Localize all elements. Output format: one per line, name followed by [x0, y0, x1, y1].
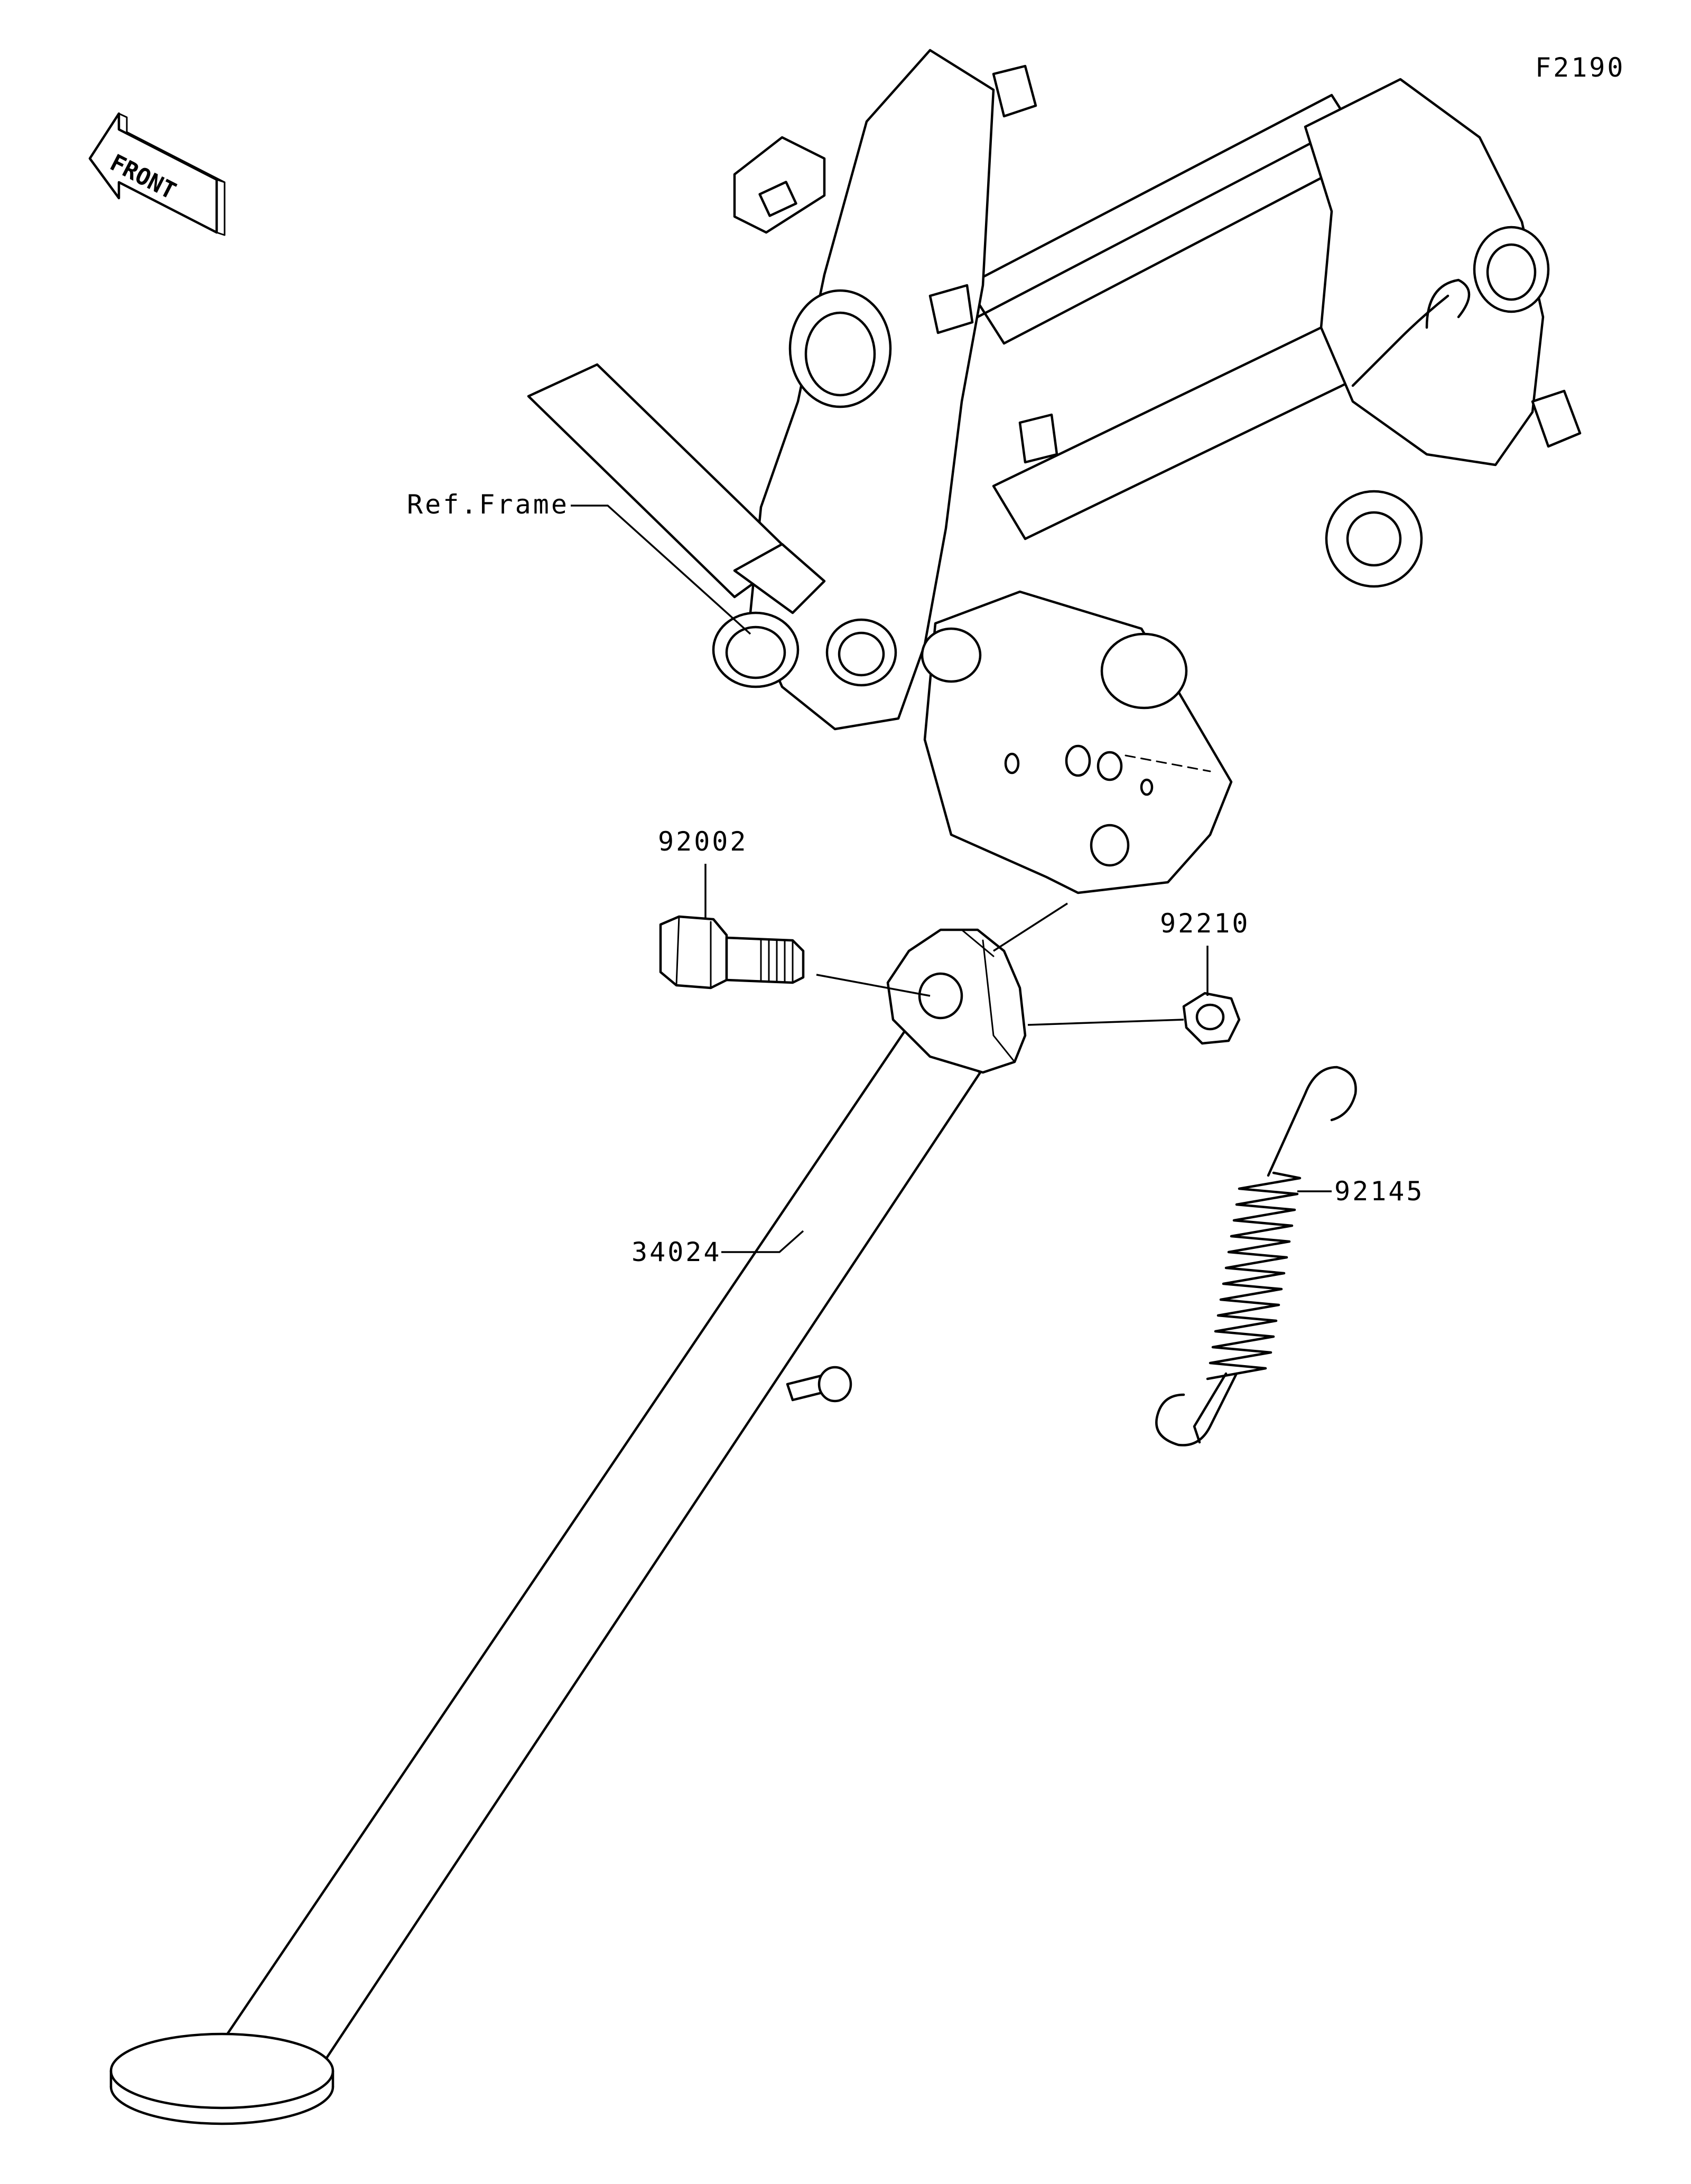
- callout-34024: 34024: [631, 1237, 722, 1267]
- callout-92210: 92210: [1160, 908, 1250, 939]
- leader-lines: [571, 505, 1332, 1253]
- spring-92145: [1155, 1066, 1357, 1446]
- callout-92002: 92002: [658, 826, 748, 857]
- frame-assembly: [527, 49, 1582, 894]
- callout-ref-frame: Ref.Frame: [407, 489, 569, 520]
- front-arrow-icon: FRONT: [88, 112, 226, 236]
- side-stand-34024: [109, 928, 1027, 2125]
- nut-92210: [1182, 992, 1241, 1045]
- callout-92145: 92145: [1334, 1176, 1425, 1207]
- bolt-92002: [659, 915, 805, 990]
- figure-code: F2190: [1535, 52, 1625, 83]
